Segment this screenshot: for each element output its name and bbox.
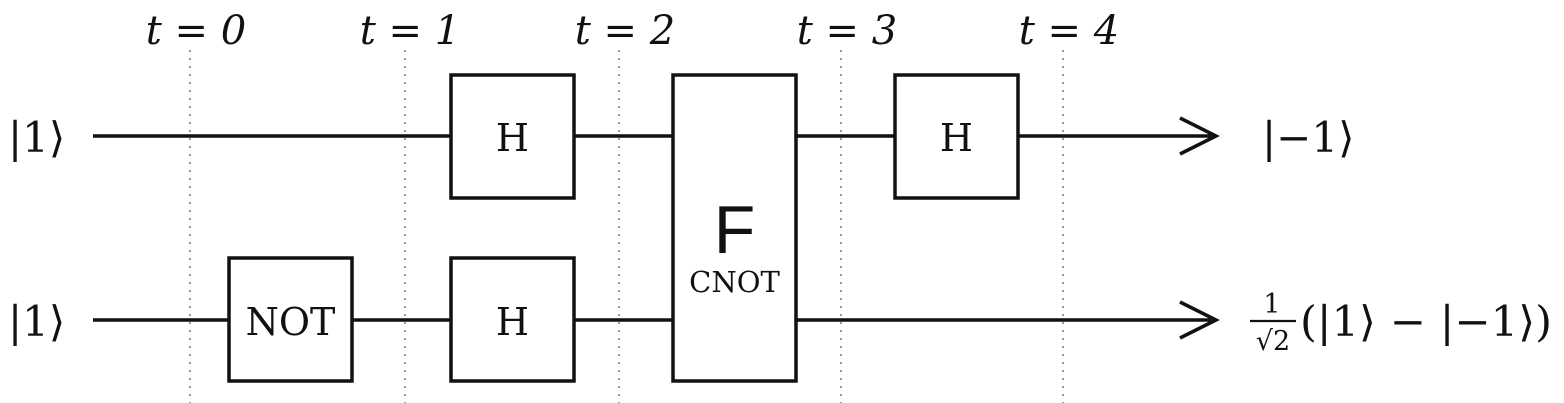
gate-bottom-not-box xyxy=(227,256,354,383)
gate-top-h1-box xyxy=(449,73,576,200)
time-guides xyxy=(189,50,1064,403)
gate-bottom-h1: H xyxy=(449,256,576,383)
gate-top-h1: H xyxy=(449,73,576,200)
gate-controlled-f-box xyxy=(671,73,798,383)
gate-top-h2-label: H xyxy=(940,116,973,160)
time-labels: t = 0 t = 1 t = 2 t = 3 t = 4 xyxy=(146,8,1119,54)
top-output-arrow xyxy=(1179,116,1220,156)
gate-bottom-h1-label: H xyxy=(496,300,529,344)
gate-controlled-f-symbol: F xyxy=(714,192,756,268)
time-label-4: t = 4 xyxy=(1019,8,1119,54)
output-fraction-numerator: 1 xyxy=(1263,289,1280,320)
gate-top-h2: H xyxy=(893,73,1020,200)
time-label-0: t = 0 xyxy=(146,8,246,54)
input-state-bottom: |1⟩ xyxy=(8,297,65,346)
gate-controlled-f-caption: CNOT xyxy=(689,265,780,299)
output-fraction-denominator: √2 xyxy=(1256,326,1290,357)
time-label-3: t = 3 xyxy=(797,8,897,54)
time-label-2: t = 2 xyxy=(575,8,675,54)
output-state-top: |−1⟩ xyxy=(1262,113,1354,162)
bottom-output-arrow xyxy=(1179,300,1220,340)
output-state-bottom: 1 √2 (|1⟩ − |−1⟩) xyxy=(1250,289,1552,357)
gate-top-h2-box xyxy=(893,73,1020,200)
gate-controlled-f: F CNOT xyxy=(671,73,798,383)
gate-bottom-not-label: NOT xyxy=(246,300,336,344)
gate-bottom-h1-box xyxy=(449,256,576,383)
gate-bottom-not: NOT xyxy=(227,256,354,383)
input-state-top: |1⟩ xyxy=(8,113,65,162)
time-label-1: t = 1 xyxy=(360,8,460,54)
gate-top-h1-label: H xyxy=(496,116,529,160)
output-expression: (|1⟩ − |−1⟩) xyxy=(1300,297,1552,346)
